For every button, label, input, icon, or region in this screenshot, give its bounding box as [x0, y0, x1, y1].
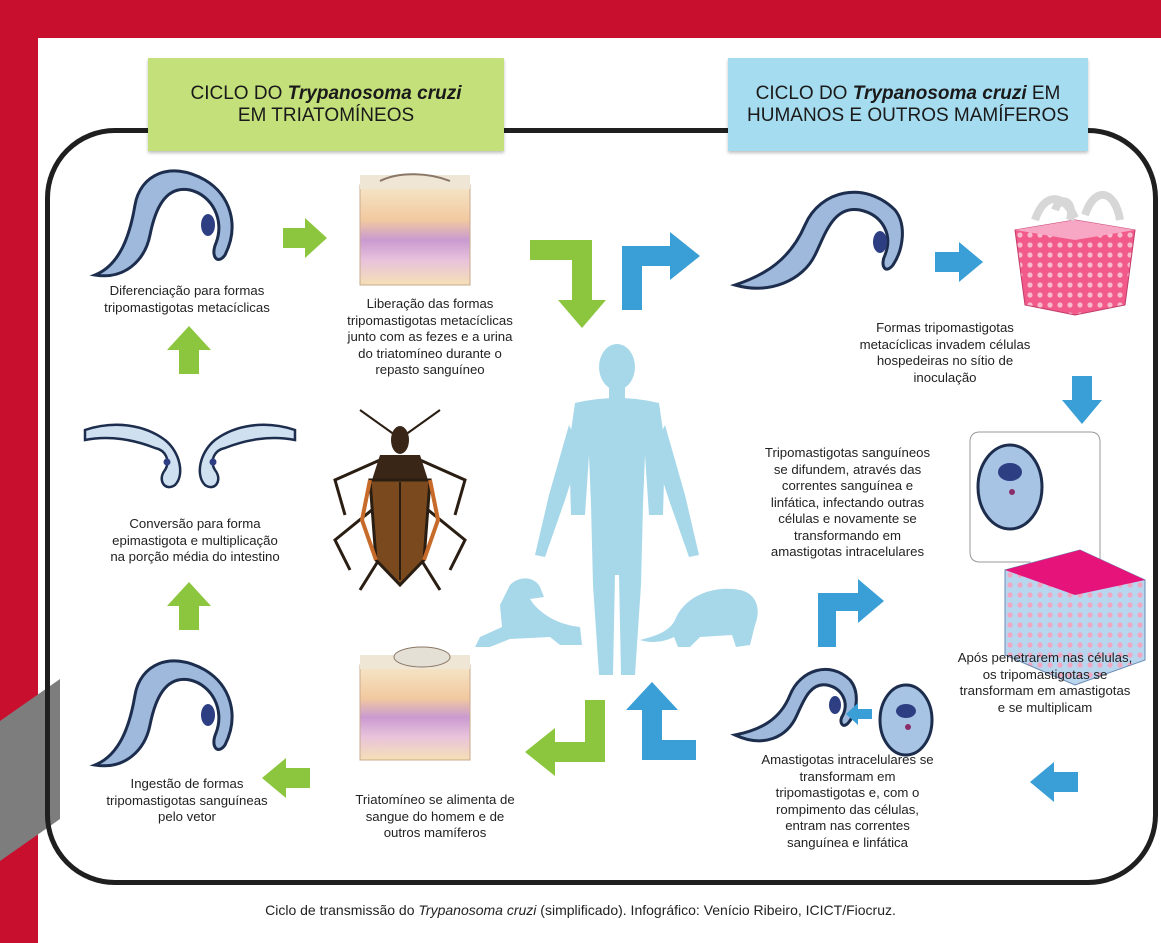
label-line: repasto sanguíneo [320, 362, 540, 379]
label-line: os tripomastigotas se [935, 667, 1155, 684]
label-line: Após penetrarem nas células, [935, 650, 1155, 667]
label-line: Triatomíneo se alimenta de [320, 792, 550, 809]
label-ingestion: Ingestão de formas tripomastigotas sangu… [62, 776, 312, 826]
label-line: tripomastigotas metacíclicas [320, 313, 540, 330]
label-line: na porção média do intestino [60, 549, 330, 566]
label-line: metacíclicas invadem células [830, 337, 1060, 354]
label-line: entram nas correntes [735, 818, 960, 835]
label-feeding: Triatomíneo se alimenta de sangue do hom… [320, 792, 550, 842]
label-line: sangue do homem e de [320, 809, 550, 826]
caption-species: Trypanosoma cruzi [418, 902, 536, 918]
label-line: Liberação das formas [320, 296, 540, 313]
triatomine-bug-icon [335, 410, 465, 590]
label-line: Amastigotas intracelulares se [735, 752, 960, 769]
label-release: Liberação das formas tripomastigotas met… [320, 296, 540, 379]
label-line: transformam em [735, 769, 960, 786]
blue-arrow-right-1 [935, 242, 983, 282]
label-line: Ingestão de formas [62, 776, 312, 793]
label-line: pelo vetor [62, 809, 312, 826]
trypomastigote-icon [735, 192, 902, 288]
trypomastigote-icon [735, 669, 856, 740]
blue-corner-arrow-right-2 [818, 579, 884, 647]
blue-corner-arrow-right [622, 232, 700, 310]
label-spread: Tripomastigotas sanguíneos se difundem, … [735, 445, 960, 561]
amastigote-cell-icon [880, 685, 932, 755]
green-corner-arrow-down [530, 240, 606, 328]
label-differentiation: Diferenciação para formas tripomastigota… [62, 283, 312, 316]
armadillo-icon [640, 589, 758, 647]
host-cell-cube-icon [1015, 195, 1135, 315]
label-line: células e novamente se [735, 511, 960, 528]
caption-prefix: Ciclo de transmissão do [265, 902, 418, 918]
label-line: amastigotas intracelulares [735, 544, 960, 561]
label-line: outros mamíferos [320, 825, 550, 842]
green-arrow-right-1 [283, 218, 327, 258]
label-line: tripomastigotas metacíclicas [62, 300, 312, 317]
caption-suffix: (simplificado). Infográfico: Venício Rib… [536, 902, 895, 918]
label-line: Formas tripomastigotas [830, 320, 1060, 337]
label-line: e se multiplicam [935, 700, 1155, 717]
label-line: Diferenciação para formas [62, 283, 312, 300]
label-line: junto com as fezes e a urina [320, 329, 540, 346]
label-line: Tripomastigotas sanguíneos [735, 445, 960, 462]
label-line: rompimento das células, [735, 802, 960, 819]
label-amastigotes: Após penetrarem nas células, os tripomas… [935, 650, 1155, 716]
label-line: sanguínea e linfática [735, 835, 960, 852]
label-line: transformam em amastigotas [935, 683, 1155, 700]
label-conversion: Conversão para forma epimastigota e mult… [60, 516, 330, 566]
green-corner-arrow-left [525, 700, 605, 776]
label-line: transformando em [735, 528, 960, 545]
label-line: do triatomíneo durante o [320, 346, 540, 363]
skin-layers-icon [360, 647, 470, 760]
label-invasion: Formas tripomastigotas metacíclicas inva… [830, 320, 1060, 386]
skin-layers-icon [360, 174, 470, 285]
dog-icon [475, 578, 582, 647]
label-line: hospedeiras no sítio de [830, 353, 1060, 370]
figure-caption: Ciclo de transmissão do Trypanosoma cruz… [0, 902, 1161, 918]
label-line: tripomastigotas sanguíneas [62, 793, 312, 810]
blue-arrow-down [1062, 376, 1102, 424]
label-line: se difundem, através das [735, 462, 960, 479]
label-line: linfática, infectando outras [735, 495, 960, 512]
label-transform: Amastigotas intracelulares se transforma… [735, 752, 960, 851]
label-line: Conversão para forma [60, 516, 330, 533]
green-arrow-up-1 [167, 326, 211, 374]
green-arrow-up-2 [167, 582, 211, 630]
trypomastigote-icon [95, 661, 232, 766]
label-line: inoculação [830, 370, 1060, 387]
label-line: epimastigota e multiplicação [60, 533, 330, 550]
trypomastigote-icon [95, 171, 232, 276]
blue-corner-arrow-up [626, 682, 696, 760]
label-line: correntes sanguínea e [735, 478, 960, 495]
blue-arrow-left-1 [1030, 762, 1078, 802]
epimastigote-icon [85, 425, 295, 487]
label-line: tripomastigotas e, com o [735, 785, 960, 802]
